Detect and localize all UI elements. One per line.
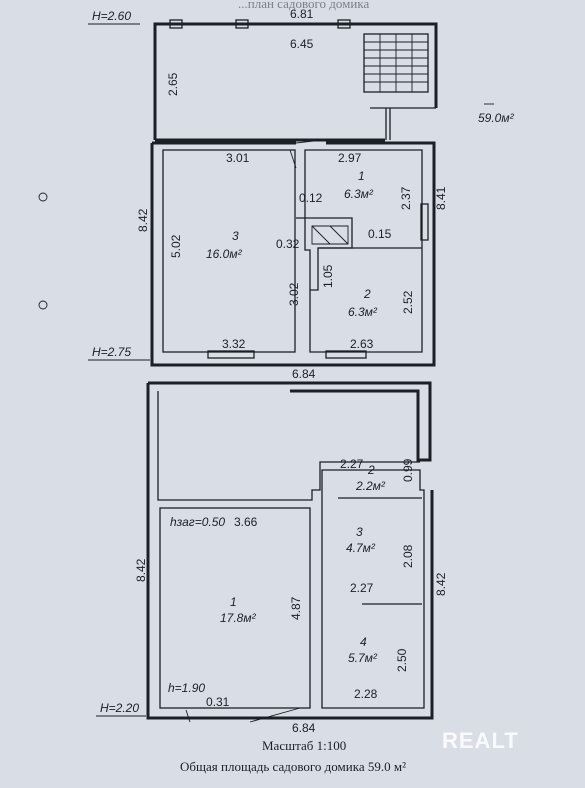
ground-room-1-2-outline <box>304 149 423 353</box>
ground-window-room-2 <box>325 350 367 359</box>
header-caption: ...план садового домика <box>238 0 369 11</box>
ground-dim-right: 8.41 <box>434 186 448 210</box>
basement-dim-r3-bottom: 2.27 <box>350 581 374 595</box>
punch-hole-top <box>38 192 48 202</box>
ground-dim-hall-d: 1.05 <box>321 264 335 288</box>
attic-stairs <box>363 33 429 93</box>
attic-height-label: H=2.60 <box>92 9 131 23</box>
ground-hall <box>296 217 353 291</box>
basement-floor: H=2.20 8.42 8.42 6.84 hзаг=0.50 3.66 4.8… <box>96 381 448 735</box>
ground-window-room-3 <box>207 350 255 359</box>
basement-dim-left: 8.42 <box>134 558 148 582</box>
attic-area-note: 59.0м² <box>478 111 515 125</box>
basement-h-zag: hзаг=0.50 <box>170 515 225 529</box>
basement-dim-r4-bottom: 2.28 <box>354 687 378 701</box>
ground-dim-bottom-outer: 6.84 <box>292 367 316 381</box>
ground-dim-r3-left: 5.02 <box>169 234 183 258</box>
basement-dim-r1-right: 4.87 <box>289 596 303 620</box>
basement-room-2-area: 2.2м² <box>355 479 386 493</box>
basement-room-1-number: 1 <box>230 595 237 609</box>
attic-floor: H=2.60 6.81 6.45 2.65 59.0м² <box>88 7 515 142</box>
ground-floor: H=2.75 8.42 8.41 6.84 3.01 5.02 3.32 3.0… <box>88 139 448 381</box>
ground-dim-r3-right: 3.02 <box>287 282 301 306</box>
ground-dim-r2-bottom: 2.63 <box>350 337 374 351</box>
ground-room-3-area: 16.0м² <box>206 247 243 261</box>
basement-height-label: H=2.20 <box>100 701 139 715</box>
ground-dim-hall-b: 0.32 <box>276 237 300 251</box>
realt-watermark-logo: REALT <box>442 728 519 753</box>
ground-dim-hall-a: 0.12 <box>299 191 323 205</box>
total-area-caption: Общая площадь садового домика 59.0 м² <box>180 759 406 774</box>
basement-dim-r2-left: 2.27 <box>340 457 364 471</box>
ground-room-3-outline <box>162 149 296 353</box>
attic-window-2 <box>235 19 249 29</box>
basement-dim-r3-right: 2.08 <box>401 544 415 568</box>
basement-rooms-2-4-outline <box>321 469 425 709</box>
scale-caption: Масштаб 1:100 <box>262 738 346 753</box>
punch-hole-bottom <box>38 300 48 310</box>
ground-dim-r2-right: 2.52 <box>401 290 415 314</box>
ground-room-2-area: 6.3м² <box>348 305 378 319</box>
ground-outer-walls <box>150 141 436 367</box>
basement-corridor <box>157 391 420 501</box>
attic-dim-inner-width: 6.45 <box>290 37 314 51</box>
ground-room-2-number: 2 <box>363 287 371 301</box>
basement-room-1-outline <box>159 507 311 709</box>
ground-room-1-area: 6.3м² <box>344 187 374 201</box>
basement-room-3-area: 4.7м² <box>346 541 376 555</box>
basement-top-walls <box>148 381 432 462</box>
attic-window-1 <box>169 19 183 29</box>
ground-dim-r1-top: 2.97 <box>338 151 362 165</box>
attic-partition <box>370 107 436 140</box>
basement-dim-r2-right: 0.99 <box>401 458 415 482</box>
basement-room-3-number: 3 <box>356 525 363 539</box>
basement-dim-step: 0.31 <box>206 695 230 709</box>
ground-room-1-number: 1 <box>358 169 365 183</box>
attic-dim-height: 2.65 <box>166 72 180 96</box>
basement-h-low: h=1.90 <box>168 681 205 695</box>
basement-room-4-number: 4 <box>360 635 367 649</box>
basement-dim-r4-right: 2.50 <box>395 648 409 672</box>
ground-door-swing <box>289 139 323 169</box>
basement-room-4-area: 5.7м² <box>348 651 378 665</box>
ground-dim-r3-top: 3.01 <box>226 151 250 165</box>
basement-room-1-area: 17.8м² <box>220 611 257 625</box>
basement-outer-walls <box>146 383 434 720</box>
ground-height-label: H=2.75 <box>92 345 131 359</box>
ground-dim-r1-right: 2.37 <box>399 186 413 210</box>
basement-dim-r1-top: 3.66 <box>234 515 258 529</box>
attic-window-3 <box>337 19 351 29</box>
attic-dim-outer-width: 6.81 <box>290 7 314 21</box>
ground-dim-hall-c: 0.15 <box>368 227 392 241</box>
basement-dim-right: 8.42 <box>434 572 448 596</box>
ground-dim-left: 8.42 <box>136 208 150 232</box>
basement-room-2-number: 2 <box>367 463 375 477</box>
basement-dim-bottom: 6.84 <box>292 721 316 735</box>
attic-outer-walls <box>153 22 438 140</box>
ground-dim-r3-bottom: 3.32 <box>222 337 246 351</box>
ground-window-room-1 <box>420 203 429 241</box>
ground-room-3-number: 3 <box>232 229 239 243</box>
basement-door-swing <box>185 707 301 723</box>
